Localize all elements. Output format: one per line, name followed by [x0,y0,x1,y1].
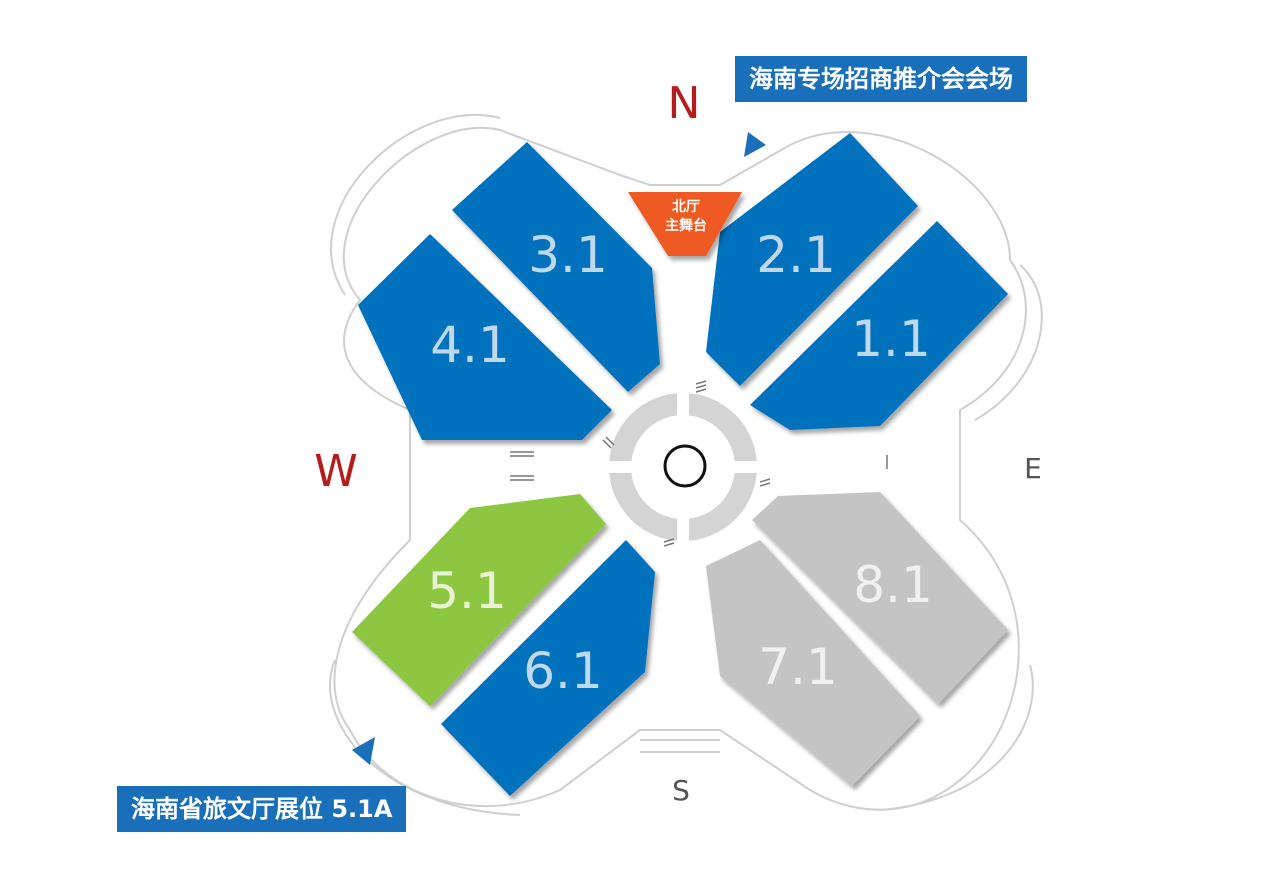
compass-south: S [672,774,690,807]
compass-west: W [314,446,358,497]
halls [352,133,1008,796]
hall-label-2-1: 2.1 [756,226,836,284]
hall-label-1-1: 1.1 [851,310,931,368]
compass-east: E [1024,452,1042,485]
hall-7-1[interactable] [706,540,920,786]
hall-6-1[interactable] [441,540,655,796]
center-circle-icon [663,444,707,488]
hall-label-7-1: 7.1 [758,638,838,696]
hall-labels: 3.1 2.1 4.1 1.1 5.1 6.1 7.1 8.1 [427,226,933,700]
stage-label-line1: 北厅 [672,199,700,215]
hall-2-1[interactable] [706,133,918,386]
hall-label-3-1: 3.1 [528,226,608,284]
hall-4-1[interactable] [358,234,612,440]
stairs-icon [510,380,888,547]
callout-top[interactable]: 海南专场招商推介会会场 [735,56,1027,102]
pointer-arrow-icon [744,132,766,157]
hall-label-5-1: 5.1 [427,562,507,620]
stage-label-line2: 主舞台 [665,217,707,234]
center-hub [601,385,765,549]
hall-1-1[interactable] [750,221,1008,430]
hall-label-4-1: 4.1 [430,316,510,374]
compass-north: N [668,78,701,129]
hall-label-6-1: 6.1 [523,642,603,700]
pointer-arrow-icon [352,737,375,765]
hall-5-1[interactable] [352,494,606,706]
hall-label-8-1: 8.1 [853,556,933,614]
hall-8-1[interactable] [752,492,1008,704]
hall-3-1[interactable] [452,142,660,392]
north-stage[interactable]: 北厅 主舞台 [628,192,742,256]
callout-bottom[interactable]: 海南省旅文厅展位 5.1A [117,786,407,832]
